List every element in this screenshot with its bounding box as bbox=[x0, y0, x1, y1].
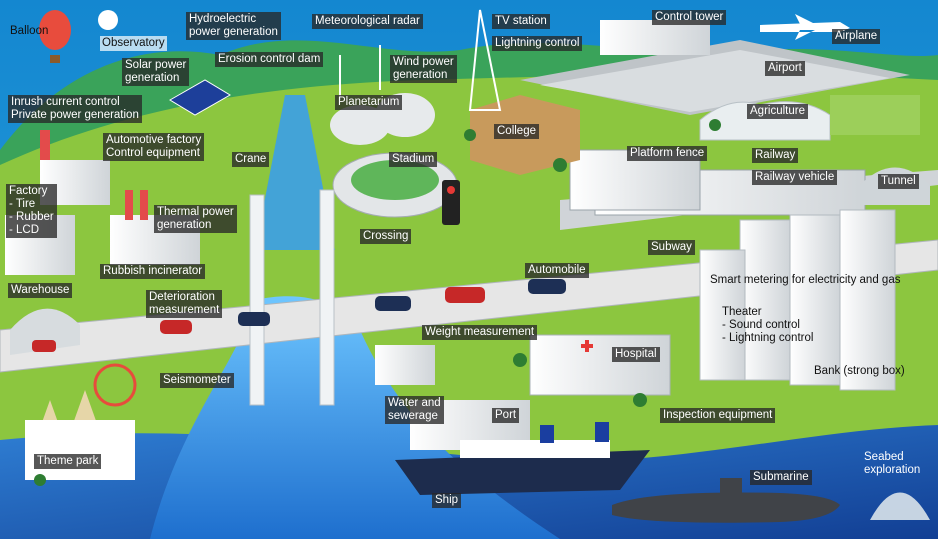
tower-4 bbox=[699, 249, 746, 381]
label-weight-measurement: Weight measurement bbox=[422, 325, 538, 340]
label-warehouse: Warehouse bbox=[8, 283, 73, 298]
thermal-chimney-1 bbox=[125, 190, 133, 220]
label-tv-station: TV station bbox=[492, 14, 550, 29]
ship-deck bbox=[460, 440, 610, 458]
field bbox=[830, 95, 920, 135]
label-seismometer: Seismometer bbox=[160, 373, 234, 388]
balloon-basket bbox=[50, 55, 60, 63]
bridge-tower-right bbox=[319, 189, 335, 406]
car-2 bbox=[160, 320, 192, 334]
tower-1 bbox=[739, 219, 791, 381]
label-submarine: Submarine bbox=[750, 470, 812, 485]
stadium-field bbox=[351, 160, 439, 200]
label-theater: Theater - Sound control - Lightning cont… bbox=[722, 306, 814, 344]
ship-funnel-1 bbox=[540, 425, 554, 443]
tv-tower bbox=[468, 9, 502, 111]
airplane-shape bbox=[760, 14, 850, 40]
label-rubbish-incinerator: Rubbish incinerator bbox=[100, 264, 206, 279]
label-stadium: Stadium bbox=[389, 152, 438, 167]
label-airplane: Airplane bbox=[832, 29, 881, 44]
road-tunnel bbox=[10, 308, 80, 355]
bridge-tower-left bbox=[249, 194, 265, 406]
solar-panels bbox=[169, 79, 231, 116]
label-railway-vehicle: Railway vehicle bbox=[752, 170, 838, 185]
label-observatory: Observatory bbox=[100, 36, 167, 51]
label-inrush-current: Inrush current control Private power gen… bbox=[8, 95, 142, 123]
car-5 bbox=[445, 287, 485, 303]
label-balloon: Balloon bbox=[10, 25, 49, 37]
label-crane: Crane bbox=[232, 152, 270, 167]
label-hospital: Hospital bbox=[612, 347, 660, 362]
label-crossing: Crossing bbox=[360, 229, 412, 244]
label-factory: Factory - Tire - Rubber - LCD bbox=[6, 184, 57, 238]
label-planetarium: Planetarium bbox=[335, 95, 403, 110]
hospital-building bbox=[529, 334, 671, 396]
label-meteorological-radar: Meteorological radar bbox=[312, 14, 423, 29]
label-platform-fence: Platform fence bbox=[627, 146, 708, 161]
tree bbox=[553, 158, 567, 172]
label-automotive-factory: Automotive factory Control equipment bbox=[103, 133, 205, 161]
thermal-chimney-2 bbox=[140, 190, 148, 220]
label-control-tower: Control tower bbox=[652, 10, 727, 25]
label-smart-metering: Smart metering for electricity and gas bbox=[710, 274, 901, 286]
label-port: Port bbox=[492, 408, 520, 423]
observatory-dome bbox=[98, 10, 118, 30]
tree bbox=[34, 474, 46, 486]
label-subway: Subway bbox=[648, 240, 695, 255]
control-tower-building bbox=[600, 20, 710, 55]
traffic-signal bbox=[442, 180, 460, 225]
car-1 bbox=[32, 340, 56, 352]
seabed-dome bbox=[870, 492, 930, 520]
label-automobile: Automobile bbox=[525, 263, 589, 278]
label-erosion-control-dam: Erosion control dam bbox=[215, 52, 324, 67]
signal-red bbox=[447, 186, 455, 194]
car-3 bbox=[238, 312, 270, 326]
label-seabed-exploration: Seabed exploration bbox=[864, 451, 921, 476]
label-hydroelectric: Hydroelectric power generation bbox=[186, 12, 281, 40]
ship-funnel-2 bbox=[595, 422, 609, 442]
label-ship: Ship bbox=[432, 493, 462, 508]
submarine-sail bbox=[720, 478, 742, 494]
label-bank: Bank (strong box) bbox=[814, 365, 905, 377]
label-deterioration: Deterioration measurement bbox=[146, 290, 223, 318]
water-building bbox=[375, 345, 435, 385]
tree bbox=[513, 353, 527, 367]
submarine-hull bbox=[612, 492, 840, 523]
factory-chimney bbox=[40, 130, 50, 160]
label-wind-power: Wind power generation bbox=[390, 55, 457, 83]
label-college: College bbox=[494, 124, 539, 139]
tower-3 bbox=[839, 209, 896, 391]
balloon-envelope bbox=[39, 10, 71, 50]
tree bbox=[464, 129, 476, 141]
label-theme-park: Theme park bbox=[34, 454, 102, 469]
label-tunnel: Tunnel bbox=[878, 174, 919, 189]
label-thermal-power: Thermal power generation bbox=[154, 205, 237, 233]
label-airport: Airport bbox=[765, 61, 805, 76]
car-6 bbox=[528, 279, 566, 294]
ferris-wheel bbox=[93, 363, 137, 407]
theme-park-castle bbox=[25, 420, 135, 480]
car-4 bbox=[375, 296, 411, 311]
label-inspection-equipment: Inspection equipment bbox=[660, 408, 776, 423]
label-railway: Railway bbox=[752, 148, 799, 163]
label-solar-power: Solar power generation bbox=[122, 58, 190, 86]
label-lightning-control: Lightning control bbox=[492, 36, 583, 51]
tree bbox=[633, 393, 647, 407]
dam-waterfall bbox=[255, 95, 335, 250]
hospital-cross-h bbox=[581, 344, 593, 348]
ship-hull bbox=[395, 450, 650, 495]
label-water-sewerage: Water and sewerage bbox=[385, 396, 444, 424]
tower-2 bbox=[789, 214, 841, 386]
label-agriculture: Agriculture bbox=[747, 104, 808, 119]
tree bbox=[709, 119, 721, 131]
